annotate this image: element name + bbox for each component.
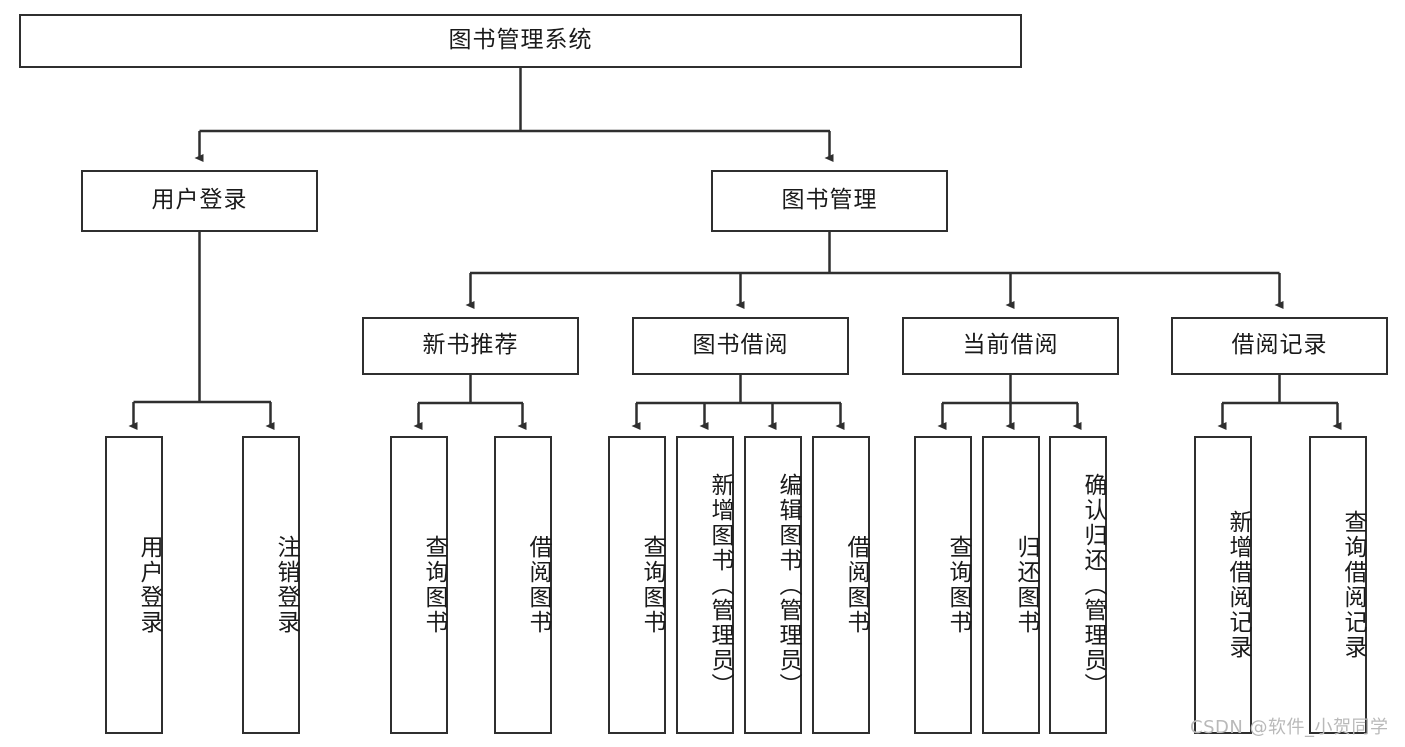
node-new-book-recommend[interactable]: 新书推荐 (362, 317, 579, 375)
leaf-label: 注销登录 (273, 535, 299, 635)
csdn-watermark: CSDN @软件_小贺同学 (1190, 717, 1389, 738)
leaf-borrow-book-1[interactable]: 借阅图书 (494, 436, 552, 734)
leaf-borrow-book-2[interactable]: 借阅图书 (812, 436, 870, 734)
node-book-management[interactable]: 图书管理 (711, 170, 948, 232)
leaf-label: 编辑图书（管理员） (775, 472, 801, 698)
leaf-query-book-2[interactable]: 查询图书 (608, 436, 666, 734)
node-borrow-record[interactable]: 借阅记录 (1171, 317, 1388, 375)
leaf-user-login[interactable]: 用户登录 (105, 436, 163, 734)
node-root-system[interactable]: 图书管理系统 (19, 14, 1022, 68)
leaf-query-book-1[interactable]: 查询图书 (390, 436, 448, 734)
leaf-logout-login[interactable]: 注销登录 (242, 436, 300, 734)
node-book-borrow[interactable]: 图书借阅 (632, 317, 849, 375)
node-user-login[interactable]: 用户登录 (81, 170, 318, 232)
leaf-label: 查询借阅记录 (1340, 510, 1366, 660)
leaf-label: 用户登录 (136, 535, 162, 635)
leaf-label: 借阅图书 (525, 535, 551, 635)
leaf-return-book[interactable]: 归还图书 (982, 436, 1040, 734)
leaf-label: 归还图书 (1013, 535, 1039, 635)
leaf-label: 新增借阅记录 (1225, 510, 1251, 660)
leaf-label: 确认归还（管理员） (1080, 472, 1106, 698)
leaf-add-record[interactable]: 新增借阅记录 (1194, 436, 1252, 734)
leaf-query-book-3[interactable]: 查询图书 (914, 436, 972, 734)
node-current-borrow[interactable]: 当前借阅 (902, 317, 1119, 375)
leaf-label: 借阅图书 (843, 535, 869, 635)
leaf-label: 查询图书 (639, 535, 665, 635)
leaf-add-book[interactable]: 新增图书（管理员） (676, 436, 734, 734)
leaf-query-record[interactable]: 查询借阅记录 (1309, 436, 1367, 734)
leaf-confirm-return[interactable]: 确认归还（管理员） (1049, 436, 1107, 734)
leaf-label: 新增图书（管理员） (707, 472, 733, 698)
leaf-edit-book[interactable]: 编辑图书（管理员） (744, 436, 802, 734)
leaf-label: 查询图书 (945, 535, 971, 635)
leaf-label: 查询图书 (421, 535, 447, 635)
